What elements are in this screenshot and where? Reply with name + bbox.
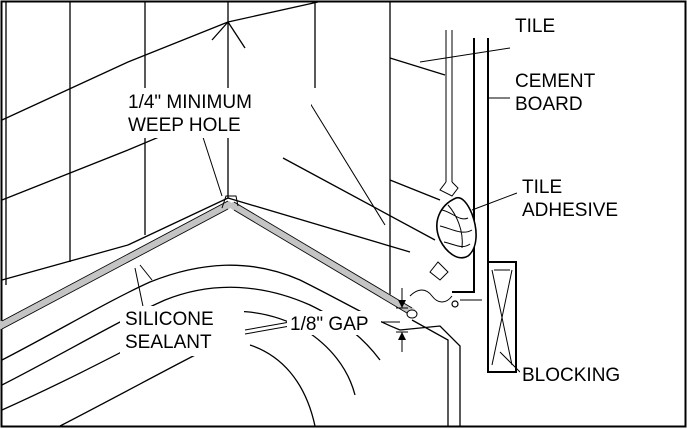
label-silicone-sealant-line1: SILICONE: [125, 309, 214, 330]
label-blocking: BLOCKING: [522, 365, 620, 386]
label-tile-adhesive-line2: ADHESIVE: [522, 200, 618, 221]
label-weep-hole-line1: 1/4" MINIMUM: [128, 92, 252, 113]
label-cement-board-line2: BOARD: [515, 94, 583, 115]
label-tile: TILE: [515, 16, 555, 37]
labels: TILE CEMENT BOARD 1/4" MINIMUM WEEP HOLE…: [120, 12, 640, 386]
leader-lines: [134, 47, 521, 373]
label-silicone-sealant-line2: SEALANT: [125, 332, 212, 353]
label-tile-adhesive-line1: TILE: [522, 177, 562, 198]
label-cement-board-line1: CEMENT: [515, 71, 596, 92]
tile-adhesive-blob: [409, 196, 477, 308]
silicone-sealant-bead: [0, 195, 418, 330]
label-gap: 1/8" GAP: [290, 314, 369, 335]
label-weep-hole-line2: WEEP HOLE: [128, 115, 241, 136]
tile-wall-right: [211, 1, 446, 300]
